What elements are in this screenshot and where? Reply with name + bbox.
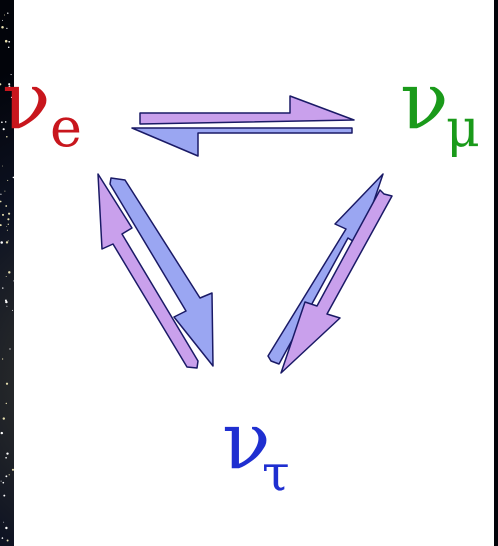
star: [0, 83, 2, 86]
star: [6, 225, 8, 227]
star: [11, 468, 15, 471]
star: [0, 241, 3, 244]
star: [8, 85, 11, 88]
star: [7, 46, 10, 48]
nu-mu-subscript: μ: [446, 99, 480, 159]
star: [4, 39, 8, 43]
star: [8, 40, 11, 43]
star: [6, 305, 8, 307]
arrow-pair-e-mu: [131, 95, 355, 157]
node-nu-tau: ν τ: [222, 394, 290, 502]
star: [12, 280, 14, 282]
star: [3, 494, 6, 497]
star: [2, 481, 5, 484]
star: [7, 218, 10, 221]
star: [1, 358, 4, 360]
star: [0, 431, 4, 435]
star: [6, 27, 8, 30]
star: [7, 12, 9, 14]
star: [5, 456, 7, 459]
star: [8, 271, 11, 274]
star: [7, 179, 9, 181]
star: [2, 128, 5, 131]
star: [0, 480, 2, 482]
arrow-tau-to-e: [97, 173, 199, 369]
node-nu-e: ν e: [2, 54, 82, 159]
star: [5, 382, 9, 385]
nu-e-symbol: ν: [2, 54, 51, 147]
star: [1, 19, 3, 21]
star: [5, 241, 9, 244]
star: [6, 452, 9, 455]
star: [5, 300, 8, 304]
nu-tau-subscript: τ: [262, 444, 290, 502]
star: [6, 136, 8, 138]
star: [8, 212, 11, 215]
nu-mu-symbol: ν: [400, 54, 449, 147]
star: [0, 200, 2, 203]
arrow-e-to-mu: [139, 95, 355, 125]
star: [5, 526, 8, 530]
star: [5, 475, 8, 478]
star: [1, 121, 3, 124]
star: [8, 83, 11, 86]
star: [5, 402, 8, 405]
arrow-mu-to-tau: [280, 189, 393, 374]
arrow-pair-mu-tau: [267, 173, 393, 374]
star: [9, 348, 11, 350]
star: [1, 213, 5, 216]
star: [2, 287, 4, 289]
star: [2, 417, 5, 420]
star: [0, 224, 2, 227]
star: [1, 537, 4, 539]
star: [2, 165, 4, 167]
star: [0, 193, 2, 195]
nu-e-subscript: e: [50, 96, 82, 159]
node-nu-mu: ν μ: [400, 54, 480, 159]
star: [10, 74, 12, 76]
star: [10, 96, 13, 99]
stars: [0, 12, 15, 542]
diagram-panel: [14, 0, 494, 546]
arrow-e-to-tau: [109, 177, 214, 367]
star: [6, 539, 9, 542]
star: [7, 223, 9, 225]
star: [4, 14, 6, 16]
star: [4, 190, 6, 192]
star: [3, 521, 5, 523]
star: [5, 276, 7, 277]
nu-tau-symbol: ν: [222, 394, 271, 487]
star: [4, 121, 7, 123]
arrow-pair-e-tau: [97, 173, 214, 369]
star: [12, 309, 13, 311]
star: [8, 474, 10, 476]
star: [5, 205, 8, 207]
arrow-mu-to-e: [131, 127, 353, 157]
star: [1, 26, 4, 29]
star: [7, 240, 9, 242]
star: [12, 176, 15, 179]
star: [6, 229, 8, 231]
